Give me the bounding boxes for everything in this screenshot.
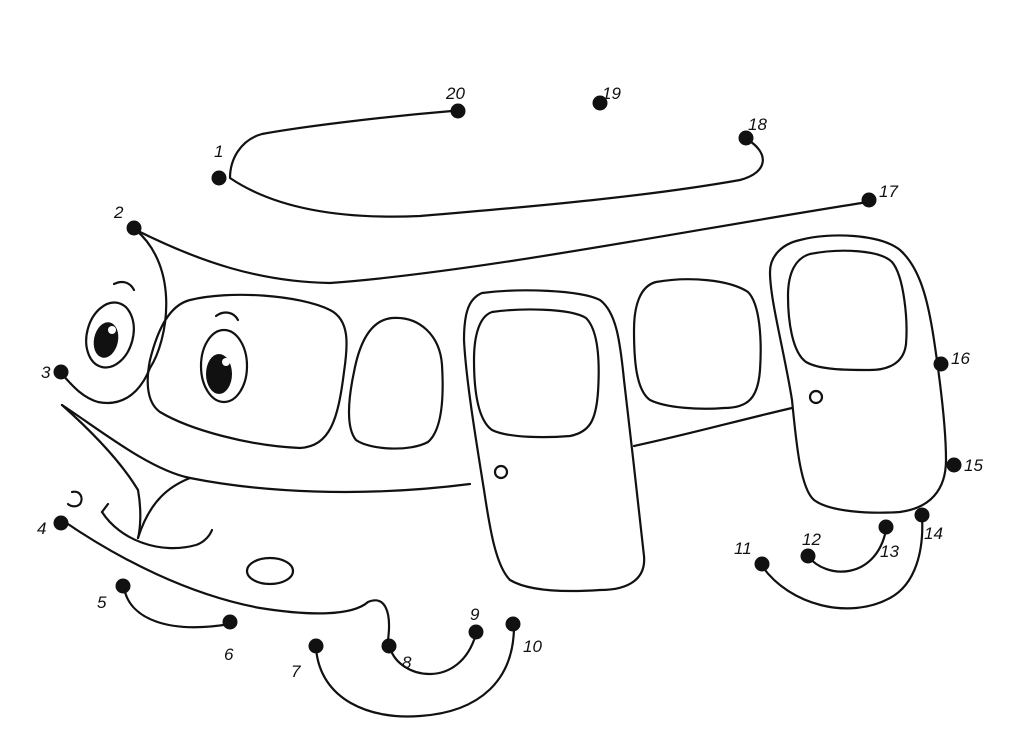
dot-7 bbox=[308, 638, 324, 654]
body-mid-line bbox=[632, 406, 794, 448]
dot-12 bbox=[800, 548, 816, 564]
face-curve-left bbox=[60, 403, 142, 540]
bus-body-side bbox=[146, 234, 948, 593]
front-edge-left bbox=[60, 228, 168, 404]
eyebrow-left bbox=[112, 280, 136, 292]
dot-number-6: 6 bbox=[224, 645, 234, 664]
eyebrow-right bbox=[214, 311, 240, 322]
dot-number-8: 8 bbox=[402, 653, 412, 672]
door-rear-handle bbox=[808, 389, 824, 405]
wheel-arc-7-10 bbox=[314, 624, 516, 718]
bus-eyes bbox=[85, 280, 249, 404]
door-rear-window bbox=[786, 249, 908, 372]
dot-8 bbox=[381, 638, 397, 654]
side-window-2 bbox=[632, 278, 762, 410]
wheel-arc-11-14 bbox=[760, 514, 924, 610]
dot-16 bbox=[933, 356, 949, 372]
dot-1 bbox=[211, 170, 227, 186]
face-curve-right bbox=[60, 403, 472, 494]
dot-18 bbox=[738, 130, 754, 146]
dot-number-5: 5 bbox=[97, 593, 107, 612]
dot-number-10: 10 bbox=[523, 637, 542, 656]
eye-right-shine bbox=[222, 358, 230, 366]
side-window-1 bbox=[347, 316, 444, 450]
dot-number-20: 20 bbox=[445, 84, 465, 103]
bus-wheel-lines bbox=[122, 514, 924, 718]
roof-arc-top bbox=[228, 109, 764, 218]
dot-number-11: 11 bbox=[734, 539, 752, 558]
dot-number-14: 14 bbox=[924, 524, 943, 543]
face-curve-middle bbox=[136, 476, 192, 540]
eye-left-outline bbox=[85, 301, 135, 369]
dot-4 bbox=[53, 515, 69, 531]
wheel-arc-5-6 bbox=[122, 586, 232, 629]
bus-front bbox=[60, 228, 472, 642]
dot-number-17: 17 bbox=[879, 182, 898, 201]
dot-15 bbox=[946, 457, 962, 473]
nostril-curl bbox=[66, 490, 83, 508]
eye-left-pupil bbox=[93, 322, 119, 358]
dot-number-1: 1 bbox=[214, 142, 223, 161]
dot-10 bbox=[505, 616, 521, 632]
dot-20 bbox=[450, 103, 466, 119]
smile-mouth bbox=[100, 510, 214, 550]
door-front-frame bbox=[462, 289, 646, 593]
dot-number-4: 4 bbox=[37, 519, 46, 538]
bumper-line bbox=[60, 518, 391, 642]
dot-number-9: 9 bbox=[470, 605, 480, 624]
dot-number-2: 2 bbox=[113, 203, 124, 222]
dot-number-3: 3 bbox=[41, 363, 51, 382]
dot-number-12: 12 bbox=[802, 530, 821, 549]
dot-5 bbox=[115, 578, 131, 594]
dot-number-18: 18 bbox=[748, 115, 767, 134]
door-front-handle bbox=[493, 464, 509, 480]
dot-number-7: 7 bbox=[291, 662, 301, 681]
dot-number-16: 16 bbox=[951, 349, 970, 368]
windshield-frame bbox=[146, 293, 348, 450]
dot-13 bbox=[878, 519, 894, 535]
dot-6 bbox=[222, 614, 238, 630]
dot-14 bbox=[914, 507, 930, 523]
dot-9 bbox=[468, 624, 484, 640]
dot-number-19: 19 bbox=[602, 84, 621, 103]
wheel-arc-12-13 bbox=[806, 528, 888, 573]
roof-line-main bbox=[134, 200, 870, 285]
dot-3 bbox=[53, 364, 69, 380]
door-rear-frame bbox=[768, 234, 948, 514]
dot-19 bbox=[592, 95, 608, 111]
eye-left-shine bbox=[108, 326, 116, 334]
dot-11 bbox=[754, 556, 770, 572]
dot-2 bbox=[126, 220, 142, 236]
bus-roof-lines bbox=[134, 109, 870, 285]
door-front-window bbox=[472, 308, 600, 439]
dot-number-13: 13 bbox=[880, 542, 899, 561]
eye-right-outline bbox=[199, 328, 249, 404]
smile-tick-left bbox=[100, 502, 110, 514]
wheel-arc-8-9 bbox=[388, 632, 478, 676]
headlight bbox=[245, 556, 295, 586]
dot-17 bbox=[861, 192, 877, 208]
dot-number-15: 15 bbox=[964, 456, 983, 475]
